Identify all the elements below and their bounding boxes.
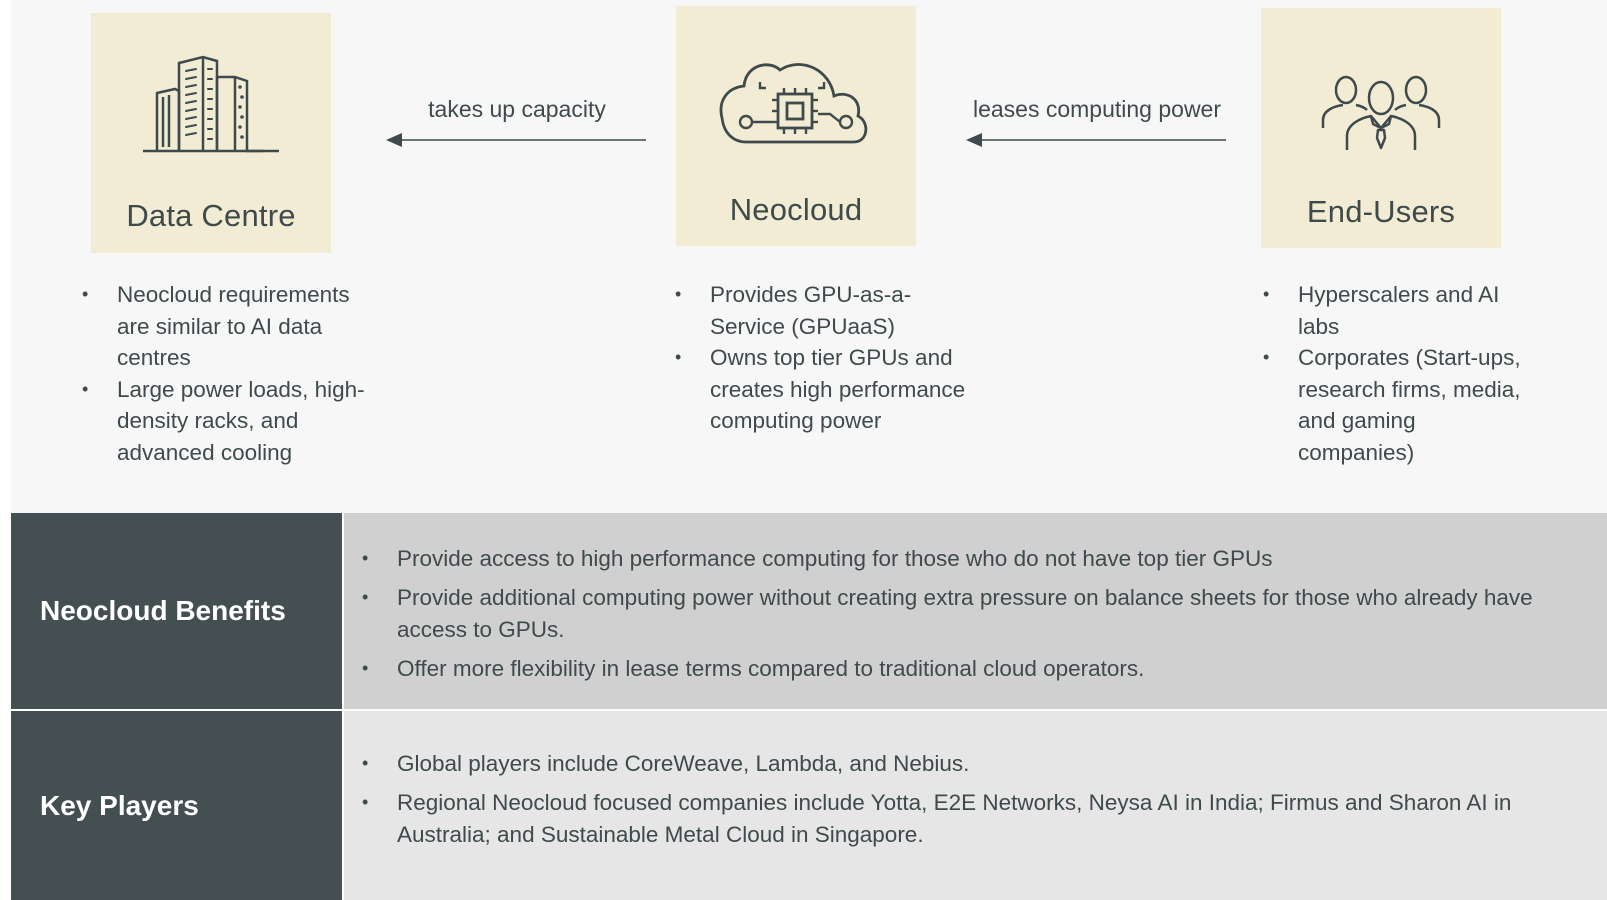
key-players-title: Key Players xyxy=(11,711,342,900)
node-neocloud: Neocloud xyxy=(676,6,916,246)
list-item: Neocloud requirements are similar to AI … xyxy=(82,279,382,374)
list-item: Global players include CoreWeave, Lambda… xyxy=(362,748,1577,780)
node-label-neocloud: Neocloud xyxy=(729,192,863,227)
key-players-row: Key Players Global players include CoreW… xyxy=(11,711,1607,900)
list-item: Corporates (Start-ups, research firms, m… xyxy=(1263,342,1523,468)
benefits-body: Provide access to high performance compu… xyxy=(344,513,1607,709)
list-item: Provide access to high performance compu… xyxy=(362,543,1577,575)
buildings-icon xyxy=(143,55,279,153)
arrow-left-icon xyxy=(386,133,646,147)
data-centre-bullets: Neocloud requirements are similar to AI … xyxy=(82,279,382,468)
list-item: Offer more flexibility in lease terms co… xyxy=(362,653,1577,685)
arrow-takes-up-capacity: takes up capacity xyxy=(386,96,648,148)
benefits-row: Neocloud Benefits Provide access to high… xyxy=(11,513,1607,709)
key-players-list: Global players include CoreWeave, Lambda… xyxy=(362,748,1577,858)
list-item: Large power loads, high-density racks, a… xyxy=(82,374,382,469)
node-data-centre: Data Centre xyxy=(91,13,331,253)
list-item: Hyperscalers and AI labs xyxy=(1263,279,1523,342)
node-label-end-users: End-Users xyxy=(1306,194,1456,229)
list-item: Owns top tier GPUs and creates high perf… xyxy=(675,342,975,437)
benefits-list: Provide access to high performance compu… xyxy=(362,543,1577,692)
list-item: Provides GPU-as-a-Service (GPUaaS) xyxy=(675,279,975,342)
node-end-users: End-Users xyxy=(1261,8,1501,248)
end-users-bullets: Hyperscalers and AI labs Corporates (Sta… xyxy=(1263,279,1523,468)
arrow-leases-computing-power: leases computing power xyxy=(966,96,1228,148)
arrow-left-icon xyxy=(966,133,1226,147)
list-item: Regional Neocloud focused companies incl… xyxy=(362,787,1577,850)
arrow-label-right: leases computing power xyxy=(972,96,1222,122)
arrow-label-left: takes up capacity xyxy=(428,96,606,122)
users-group-icon xyxy=(1321,75,1441,150)
neocloud-bullets: Provides GPU-as-a-Service (GPUaaS) Owns … xyxy=(675,279,975,437)
node-label-data-centre: Data Centre xyxy=(126,198,296,233)
cloud-chip-icon xyxy=(719,63,868,144)
key-players-body: Global players include CoreWeave, Lambda… xyxy=(344,711,1607,900)
list-item: Provide additional computing power witho… xyxy=(362,582,1577,645)
benefits-title: Neocloud Benefits xyxy=(11,513,342,709)
